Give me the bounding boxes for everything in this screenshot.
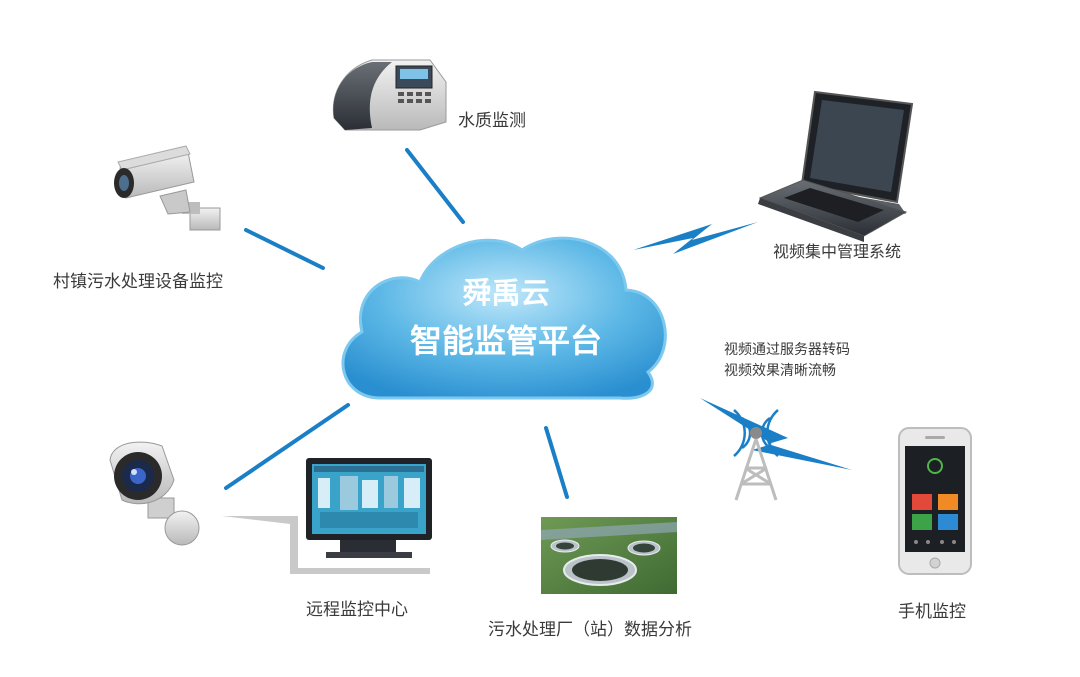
connector-village-equipment [244,228,325,270]
cctv-camera-icon [114,145,221,231]
connector-plant [544,426,569,499]
connectors [224,148,569,499]
dome-camera-icon [109,441,200,546]
label-plant-analysis: 污水处理厂（站）数据分析 [488,620,692,640]
lightning-bolt-icon [700,398,852,470]
treatment-plant-icon [541,517,677,594]
connector-remote-center [224,403,350,490]
water-analyzer-icon [332,59,447,131]
transcode-note-line2: 视频效果清晰流畅 [724,363,836,379]
cloud-icon [341,236,667,400]
laptop-icon [758,90,914,242]
platform-brand: 舜禹云 [462,276,550,310]
transcode-note-line1: 视频通过服务器转码 [724,342,850,358]
label-mobile: 手机监控 [898,602,966,622]
label-water-quality: 水质监测 [458,111,526,131]
smartphone-icon [898,427,972,575]
label-remote-center: 远程监控中心 [306,600,408,620]
antenna-tower-icon [733,409,779,501]
label-village-equipment: 村镇污水处理设备监控 [53,272,223,292]
platform-name: 智能监管平台 [409,322,602,360]
label-video-management: 视频集中管理系统 [773,242,902,261]
lightning-bolt-icon [633,222,758,254]
connector-water-quality [405,148,465,224]
monitor-icon [222,458,432,574]
